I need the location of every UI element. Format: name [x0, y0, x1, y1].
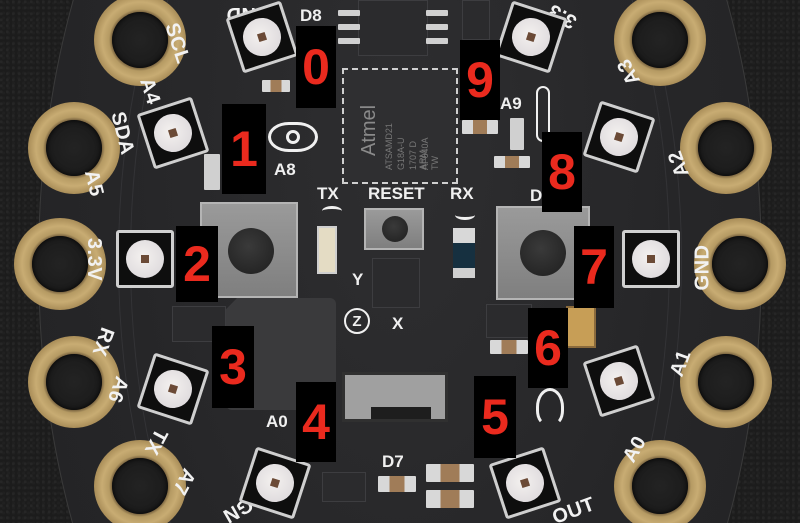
- chip-pin: [426, 24, 448, 30]
- neopixel-7: [622, 230, 680, 288]
- light-sensor: [566, 306, 596, 348]
- chip-pin: [338, 10, 360, 16]
- mic-chip: [486, 304, 532, 338]
- label-2: 2: [176, 226, 218, 302]
- silk-a9: A9: [500, 94, 522, 113]
- pad-scl: [94, 0, 186, 86]
- silk-axis-x: X: [392, 314, 404, 333]
- slide-switch[interactable]: [342, 372, 448, 422]
- pad-tx: [94, 440, 186, 523]
- label-3: 3: [212, 326, 254, 408]
- chip-pin: [338, 38, 360, 44]
- pad-gnd-right: [694, 218, 786, 310]
- chip-pin: [426, 10, 448, 16]
- silk-gnd-right: GND: [691, 244, 714, 291]
- pad-a1: [680, 336, 772, 428]
- silk-d8: D8: [300, 6, 322, 25]
- resistor: [494, 156, 530, 168]
- rx-led: [453, 228, 475, 278]
- chip-pin: [338, 24, 360, 30]
- mcu-line4: AF640A TW: [420, 137, 440, 170]
- label-0: 0: [296, 26, 336, 108]
- pad-3v3: [14, 218, 106, 310]
- tx-signal-icon: [322, 206, 342, 216]
- mcu-brand: Atmel: [358, 104, 380, 156]
- resistor: [262, 80, 290, 92]
- capacitor: [490, 340, 528, 354]
- ear-icon: [536, 388, 564, 426]
- pad-a2: [680, 102, 772, 194]
- resistor: [510, 118, 524, 150]
- button-a-cap[interactable]: [228, 228, 274, 274]
- axis-z-circle: Z: [344, 308, 370, 334]
- silk-a8: A8: [274, 160, 296, 179]
- silk-tx-led: TX: [317, 184, 339, 203]
- button-b-cap[interactable]: [520, 230, 566, 276]
- label-7: 7: [574, 226, 614, 308]
- neopixel-2: [116, 230, 174, 288]
- reset-button-cap[interactable]: [382, 216, 408, 242]
- capacitor: [426, 464, 474, 482]
- silk-d: D: [530, 186, 543, 205]
- eye-icon: [268, 122, 318, 152]
- tx-led: [317, 226, 337, 274]
- chip-pin: [426, 38, 448, 44]
- silk-a0-center: A0: [266, 412, 288, 431]
- silk-3v3: 3.3V: [83, 237, 106, 282]
- silk-reset: RESET: [368, 184, 425, 203]
- capacitor: [426, 490, 474, 508]
- regulator-bottom: [322, 472, 366, 502]
- rx-signal-icon: [455, 210, 475, 220]
- mcu-chip: Atmel ATSAMD21 G18A-U 1707 D ARM AF640A …: [342, 68, 458, 184]
- silk-axis-y: Y: [352, 270, 364, 289]
- label-8: 8: [542, 132, 582, 212]
- silk-rx-led: RX: [450, 184, 474, 203]
- silk-d7: D7: [382, 452, 404, 471]
- label-9: 9: [460, 40, 500, 120]
- regulator-chip: [462, 0, 490, 40]
- silk-axis-z: Z: [352, 312, 362, 330]
- label-4: 4: [296, 382, 336, 462]
- accelerometer-chip: [372, 258, 420, 308]
- slide-switch-knob[interactable]: [371, 407, 431, 419]
- resistor: [204, 154, 220, 190]
- flash-chip: [358, 0, 428, 56]
- mcu-line2: G18A-U: [396, 137, 406, 170]
- pad-a3: [614, 0, 706, 86]
- capacitor: [378, 476, 416, 492]
- mcu-part: ATSAMD21: [384, 123, 394, 170]
- label-5: 5: [474, 376, 516, 458]
- pad-rx: [28, 336, 120, 428]
- pad-sda: [28, 102, 120, 194]
- label-6: 6: [528, 308, 568, 388]
- pad-a0: [614, 440, 706, 523]
- resistor: [462, 120, 498, 134]
- reset-button[interactable]: [364, 208, 424, 250]
- label-1: 1: [222, 104, 266, 194]
